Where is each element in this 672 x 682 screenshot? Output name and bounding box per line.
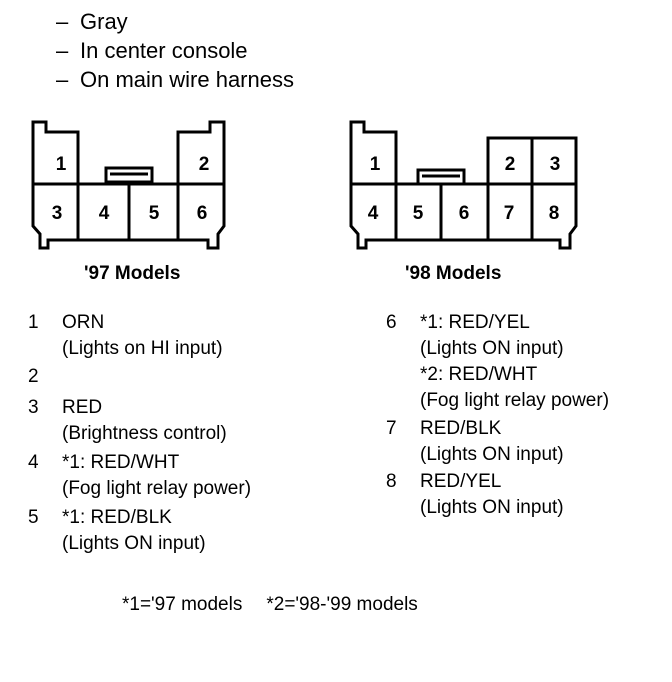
conn98-pin-7: 7 [504,203,515,224]
conn97-pin-1: 1 [56,154,67,175]
footnotes: *1='97 models *2='98-'99 models [122,594,418,616]
pin-function: (Lights ON input) [420,497,564,518]
model-97-label: '97 Models [84,263,181,284]
pin-wire-color: RED/YEL [420,471,502,492]
pin-function: (Lights ON input) [62,533,206,554]
pin-number: 1 [28,312,39,333]
pin-number: 7 [386,418,397,439]
conn98-pin-3: 3 [550,154,561,175]
dash: – [56,38,69,63]
conn98-pin-5: 5 [413,203,424,224]
pin-wire-color: *1: RED/YEL [420,312,530,333]
pin-function: (Lights ON input) [420,338,564,359]
pin-function: (Lights on HI input) [62,338,223,359]
connector-98-diagram [349,120,578,250]
pin-number: 4 [28,452,39,473]
conn97-pin-3: 3 [52,203,63,224]
header-line-3: –On main wire harness [56,66,294,94]
dash: – [56,67,69,92]
footnote-2: *2='98-'99 models [266,594,418,615]
pin-function: (Fog light relay power) [62,478,252,499]
header-line-text: In center console [80,38,248,63]
pin-function: (Fog light relay power) [420,390,610,411]
connector-97-diagram [31,120,226,250]
conn98-pin-2: 2 [505,154,516,175]
pin-number: 5 [28,507,39,528]
conn97-pin-2: 2 [199,154,210,175]
header-line-1: –Gray [56,8,128,36]
connector-98-pins: 1 2 3 4 5 6 7 8 [368,154,561,224]
pin-wire-color: RED/BLK [420,418,502,439]
pin-wire-color: ORN [62,312,105,333]
conn97-pin-4: 4 [99,203,110,224]
conn98-pin-4: 4 [368,203,379,224]
pin-function: (Brightness control) [62,423,227,444]
header-line-text: Gray [80,9,128,34]
header-line-2: –In center console [56,37,248,65]
connector-97-pins: 1 2 3 4 5 6 [52,154,210,224]
conn97-pin-6: 6 [197,203,208,224]
model-98-label: '98 Models [405,263,502,284]
header-line-text: On main wire harness [80,67,294,92]
pin-number: 8 [386,471,397,492]
pin-wire-color: *1: RED/BLK [62,507,172,528]
dash: – [56,9,69,34]
conn98-pin-1: 1 [370,154,381,175]
pin-wire-color: RED [62,397,103,418]
pin-number: 2 [28,366,39,387]
pin-function: (Lights ON input) [420,444,564,465]
conn98-pin-6: 6 [459,203,470,224]
conn97-pin-5: 5 [149,203,160,224]
pin-wire-color: *1: RED/WHT [62,452,180,473]
pin-wire-color: *2: RED/WHT [420,364,538,385]
conn98-pin-8: 8 [549,203,560,224]
pin-number: 6 [386,312,397,333]
footnote-1: *1='97 models [122,594,243,615]
pin-number: 3 [28,397,39,418]
